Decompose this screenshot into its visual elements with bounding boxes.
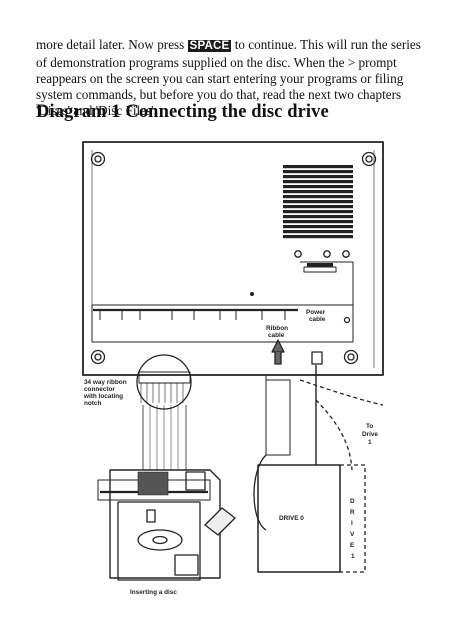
body-paragraph: more detail later. Now press SPACE to co… — [36, 37, 428, 119]
drive-1-vertical-label: D R I V E 1 — [350, 498, 355, 560]
power-cable-label-1: Power — [306, 309, 326, 316]
diagram-heading: Diagram 1 Connecting the disc drive — [36, 102, 329, 122]
front-disc-drive — [109, 469, 221, 579]
drive-1-letter: 1 — [351, 553, 355, 560]
ribbon-cable-label-1: Ribbon — [266, 325, 288, 332]
vent-grill — [250, 165, 353, 296]
to-drive-label-2: Drive — [362, 431, 378, 438]
paragraph-text-2: to continue. This will run the series of… — [36, 37, 421, 118]
connector-label-1: 34 way ribbon — [84, 379, 127, 386]
paragraph-text-1: more detail later. Now press — [36, 37, 188, 52]
to-drive-label-3: 1 — [368, 439, 372, 446]
drive-1-box — [340, 464, 366, 573]
inserting-disc-caption: Inserting a disc — [130, 589, 177, 596]
mounting-hole — [343, 349, 359, 365]
connector-label-2: connector — [84, 386, 115, 393]
space-key-label: SPACE — [187, 40, 232, 52]
insert-arrow — [204, 507, 236, 536]
drive-0-label: DRIVE 0 — [279, 515, 304, 522]
ribbon-cable-label-2: cable — [268, 332, 285, 339]
drive-1-letter: I — [351, 520, 353, 527]
mounting-hole — [90, 349, 106, 365]
mounting-hole — [361, 151, 377, 167]
floppy-disc — [117, 501, 201, 581]
to-drive-label-1: To — [366, 423, 373, 430]
connector-label-3: with locating — [83, 393, 123, 400]
drive-1-letter: R — [350, 509, 355, 516]
drive-1-letter: E — [350, 542, 355, 549]
drive-1-letter: V — [350, 531, 355, 538]
mounting-hole — [90, 151, 106, 167]
computer-underside — [82, 141, 384, 376]
connector-magnifier — [136, 354, 192, 410]
power-cable-label-2: cable — [309, 316, 326, 323]
connector-label-4: notch — [84, 400, 101, 407]
ribbon-up-arrow — [271, 339, 285, 353]
drive-0-box — [257, 464, 341, 573]
drive-1-letter: D — [350, 498, 355, 505]
power-socket — [303, 266, 337, 273]
